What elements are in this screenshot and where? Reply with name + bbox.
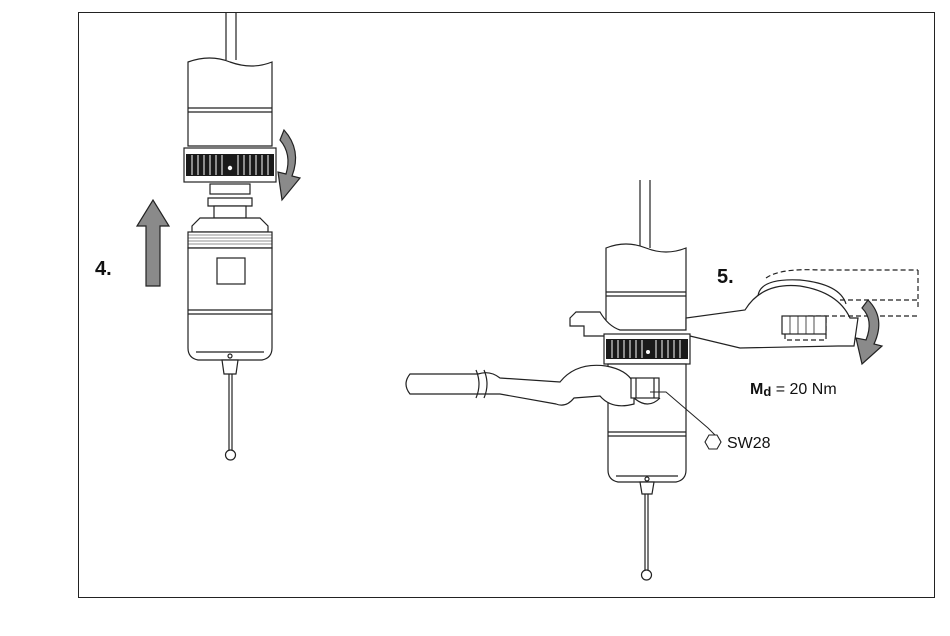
wrench-size-label: SW28: [727, 435, 771, 453]
torque-subscript: d: [763, 384, 771, 399]
open-end-wrench: [406, 365, 660, 405]
torque-symbol: M: [750, 381, 763, 398]
torque-label: Md = 20 Nm: [750, 381, 837, 399]
up-arrow-icon: [137, 200, 169, 286]
left-probe-assembly: [184, 12, 276, 460]
curved-arrow-icon: [278, 130, 300, 200]
torque-value: = 20 Nm: [771, 381, 836, 398]
step-5-label: 5.: [717, 266, 734, 289]
right-knurled-ring: [604, 334, 690, 364]
hexagon-icon: [705, 435, 721, 449]
step-4-label: 4.: [95, 258, 112, 281]
right-probe-assembly: [606, 180, 686, 332]
curved-arrow-icon: [856, 300, 882, 364]
